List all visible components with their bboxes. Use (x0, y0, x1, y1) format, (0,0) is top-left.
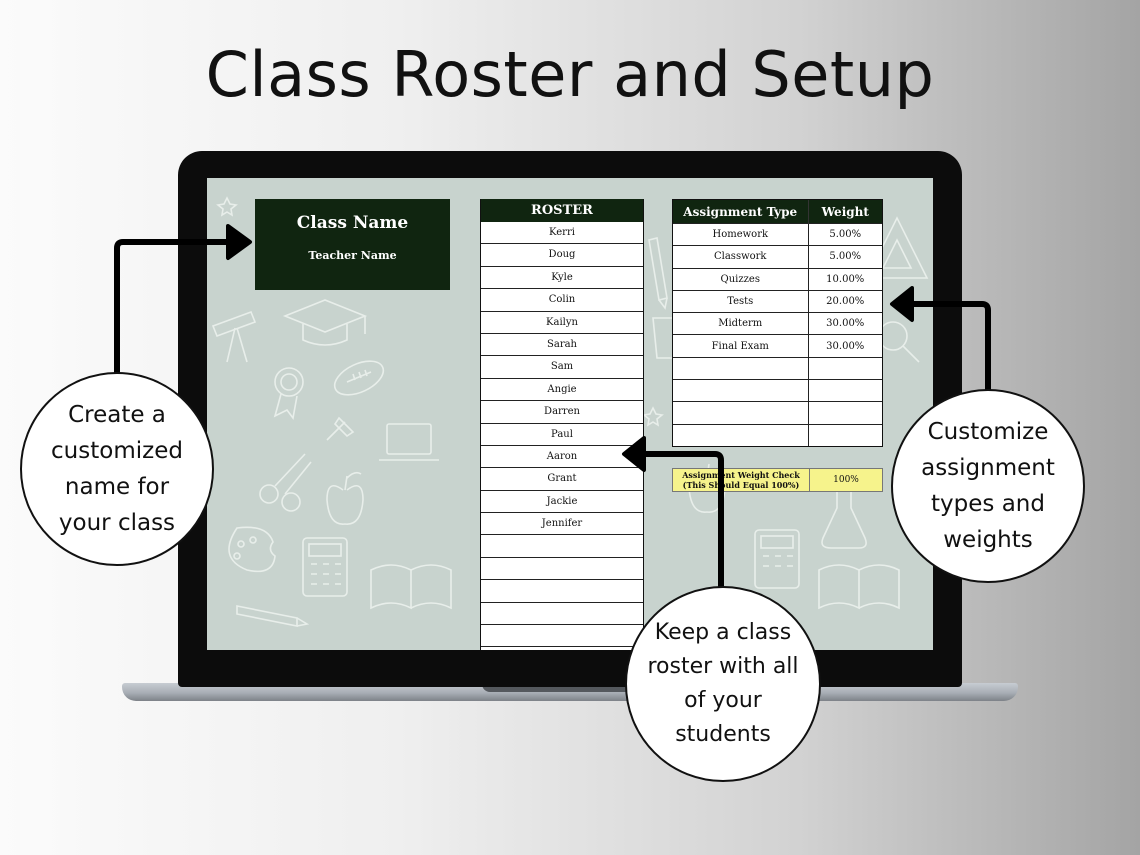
roster-cell[interactable]: Darren (481, 401, 643, 424)
roster-cell[interactable] (481, 535, 643, 558)
football-icon (333, 360, 385, 396)
graduation-cap-icon (282, 299, 368, 346)
roster-cell[interactable]: Paul (481, 424, 643, 446)
roster-cell[interactable]: Jackie (481, 491, 643, 514)
assignment-type-cell[interactable]: Tests (673, 289, 809, 313)
calculator-icon (302, 537, 348, 597)
class-name[interactable]: Class Name (296, 213, 409, 233)
callout-left: Create a customized name for your class (20, 372, 214, 566)
book-icon (370, 564, 452, 610)
assignment-type-cell[interactable] (673, 423, 809, 446)
callout-right: Customize assignment types and weights (891, 389, 1085, 583)
roster-cell[interactable]: Jennifer (481, 513, 643, 536)
weight-check-label-line1: Assignment Weight Check (682, 470, 800, 480)
roster-cell[interactable] (481, 558, 643, 581)
weight-check-value: 100% (833, 475, 859, 485)
pencil-icon (236, 605, 310, 627)
telescope-icon (211, 310, 257, 363)
callout-left-line: Create a (68, 402, 166, 428)
weight-cell[interactable]: 30.00% (808, 334, 882, 358)
weight-check-label: Assignment Weight Check (This Should Equ… (673, 469, 810, 491)
weight-cell[interactable]: 10.00% (808, 267, 882, 291)
roster-cell[interactable]: Kailyn (481, 312, 643, 334)
callout-bottom-line: of your (684, 688, 762, 713)
assignment-type-cell[interactable] (673, 379, 809, 402)
flask-icon (821, 485, 867, 549)
weight-cell[interactable]: 5.00% (808, 222, 882, 246)
callout-bottom-line: students (675, 722, 771, 747)
callout-left-line: name for (64, 474, 170, 500)
assignment-type-header: Assignment Type (673, 200, 809, 224)
table-row (673, 401, 882, 425)
assignment-type-cell[interactable]: Midterm (673, 312, 809, 335)
weight-cell[interactable] (808, 379, 882, 402)
assignment-type-cell[interactable] (673, 356, 809, 380)
roster-cell[interactable] (481, 625, 643, 648)
roster-cell[interactable] (481, 603, 643, 626)
page-title: Class Roster and Setup (205, 38, 935, 111)
laptop-doodle-icon (379, 423, 439, 461)
callout-bottom: Keep a class roster with all of your stu… (625, 586, 821, 782)
teacher-name[interactable]: Teacher Name (308, 249, 397, 262)
apple-icon (326, 471, 364, 525)
callout-right-line: assignment (921, 455, 1055, 481)
weight-check-label-line2: (This Should Equal 100%) (682, 480, 800, 490)
table-row (673, 356, 882, 380)
medal-icon (273, 367, 304, 420)
callout-bottom-line: Keep a class (654, 620, 792, 645)
weight-cell[interactable] (808, 401, 882, 425)
roster-cell[interactable]: Grant (481, 468, 643, 491)
roster-cell[interactable]: Doug (481, 244, 643, 267)
roster-cell[interactable]: Sam (481, 356, 643, 379)
pushpin-icon (326, 416, 355, 441)
roster-cell[interactable]: Kyle (481, 267, 643, 290)
spreadsheet-screen: Class Name Teacher Name ROSTER Kerri Dou… (207, 178, 933, 650)
assignment-type-cell[interactable]: Quizzes (673, 267, 809, 291)
assignment-type-cell[interactable]: Homework (673, 222, 809, 246)
roster-cell[interactable]: Aaron (481, 446, 643, 469)
roster-cell[interactable]: Angie (481, 379, 643, 402)
roster-table: ROSTER Kerri Doug Kyle Colin Kailyn Sara… (480, 199, 644, 650)
roster-cell[interactable]: Sarah (481, 334, 643, 357)
magnifier-icon (878, 321, 920, 363)
roster-cell[interactable]: Kerri (481, 222, 643, 245)
weight-check-row: Assignment Weight Check (This Should Equ… (672, 468, 883, 492)
table-row (673, 423, 882, 446)
laptop-notch (482, 683, 658, 692)
weight-cell[interactable] (808, 423, 882, 446)
roster-cell[interactable] (481, 580, 643, 603)
roster-cell[interactable] (481, 647, 643, 650)
weight-cell[interactable]: 5.00% (808, 245, 882, 269)
weight-header: Weight (808, 200, 882, 224)
assignment-type-cell[interactable]: Classwork (673, 245, 809, 269)
callout-left-line: customized (51, 438, 183, 464)
callout-bottom-line: roster with all (647, 654, 799, 679)
callout-left-line: your class (58, 510, 176, 536)
table-row (673, 379, 882, 402)
callout-right-line: types and (931, 491, 1045, 517)
roster-header: ROSTER (481, 199, 643, 222)
weight-cell[interactable]: 20.00% (808, 289, 882, 313)
class-name-box[interactable]: Class Name Teacher Name (255, 199, 450, 290)
weight-cell[interactable] (808, 356, 882, 380)
callout-right-line: Customize (927, 419, 1049, 445)
calculator-icon-right (754, 529, 800, 589)
palette-icon (228, 526, 276, 573)
book-icon-right (818, 564, 900, 610)
callout-right-line: weights (943, 527, 1033, 553)
scissors-icon (259, 453, 312, 512)
roster-cell[interactable]: Colin (481, 289, 643, 312)
weight-cell[interactable]: 30.00% (808, 312, 882, 335)
assignment-type-cell[interactable] (673, 401, 809, 425)
assignment-type-cell[interactable]: Final Exam (673, 334, 809, 358)
